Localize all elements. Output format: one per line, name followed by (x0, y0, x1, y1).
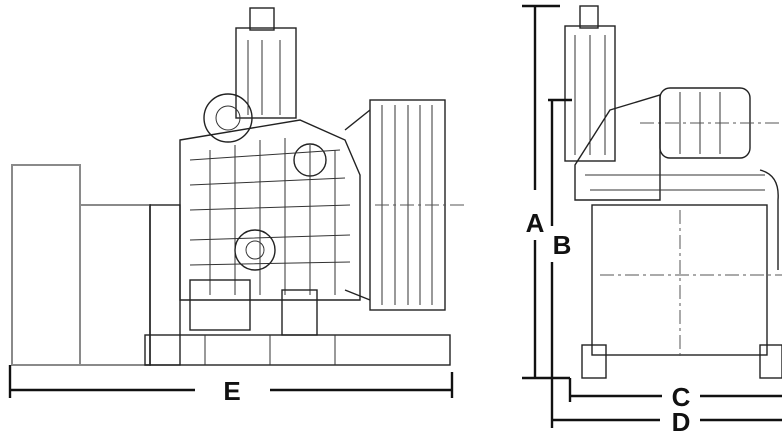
radiator-hoses (344, 109, 371, 301)
alternator-adapter (79, 204, 151, 366)
crank-pulley (234, 229, 276, 271)
starter (281, 289, 318, 336)
base-frame (144, 334, 451, 366)
front-exhaust-outlet (579, 5, 599, 29)
side-view: E (8, 7, 465, 406)
front-left-foot (581, 344, 607, 379)
front-view: A B C D (522, 4, 782, 436)
front-coolant-pipe (759, 169, 779, 270)
exhaust-outlet (249, 7, 275, 31)
label-e: E (223, 376, 240, 406)
label-c: C (672, 382, 691, 412)
front-engine-top (574, 94, 661, 201)
engine-block (179, 119, 361, 301)
exhaust-silencer (235, 27, 297, 119)
label-d: D (672, 407, 691, 436)
turbocharger (203, 93, 253, 143)
alternator-housing (11, 164, 81, 366)
front-right-foot (759, 344, 782, 379)
label-b: B (553, 230, 572, 260)
oil-pan (189, 279, 251, 331)
front-silencer (564, 25, 616, 162)
label-a: A (526, 208, 545, 238)
flywheel-housing (149, 204, 181, 366)
